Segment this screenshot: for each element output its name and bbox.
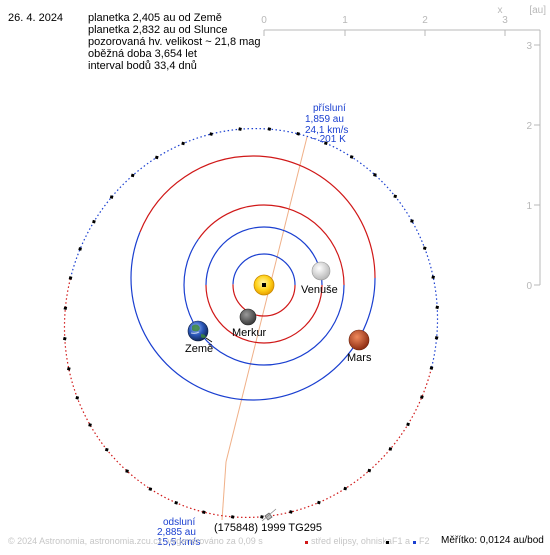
info-interval: interval bodů 33,4 dnů [88, 60, 197, 72]
asteroid-position-dot [68, 276, 73, 280]
label-venus: Venuše [301, 284, 338, 296]
scale-label: Měřítko: 0,0124 au/bod [441, 535, 544, 546]
y-tick-3: 3 [526, 41, 532, 52]
legend-f1-label: F1 a [392, 536, 411, 546]
asteroid-position-dot [174, 501, 178, 505]
aphelion-velocity: 15,5 km/s [157, 537, 201, 548]
orbit-venus-blue [205, 226, 323, 344]
aphelion-distance: 2,885 au [157, 527, 196, 538]
planet-orbits [130, 155, 376, 401]
asteroid-position-dot [435, 305, 440, 310]
asteroid-position-dot [88, 423, 92, 427]
asteroid-position-dot [406, 422, 410, 427]
venus [311, 261, 331, 281]
info-magnitude: pozorovaná hv. velikost ~ 21,8 mag [88, 36, 261, 48]
y-tick-1: 1 [526, 201, 532, 212]
x-tick-0: 0 [261, 15, 267, 26]
asteroid-position-dot [349, 155, 354, 159]
asteroid-marker [261, 508, 277, 522]
asteroid-position-dot [429, 366, 434, 370]
asteroid-position-dot [289, 510, 293, 514]
perihelion-title: přísluní [313, 103, 346, 114]
label-mars: Mars [347, 352, 372, 364]
asteroid-position-dot [75, 395, 80, 400]
orbit-mercury-blue [232, 253, 296, 317]
perihelion-distance: 1,859 au [305, 114, 344, 125]
label-earth: Země [185, 343, 214, 355]
legend-center-label: střed elipsy, ohniska [311, 536, 392, 546]
earth-pointer [205, 337, 213, 343]
asteroid-name: (175848) 1999 TG295 [214, 522, 323, 534]
apsis-line-ext [221, 461, 227, 521]
asteroid-orbit [62, 127, 440, 519]
asteroid-position-dot [343, 486, 348, 491]
asteroid-position-dot [202, 510, 206, 515]
perihelion-velocity: 24,1 km/s [305, 125, 349, 136]
asteroid-position-dot [324, 141, 328, 145]
asteroid-position-dot [230, 515, 235, 519]
asteroid-orbit-blue [69, 127, 439, 369]
asteroid-position-dot [267, 127, 272, 131]
asteroid-position-dot [388, 447, 393, 451]
label-mercury: Merkur [232, 327, 267, 339]
y-tick-0: 0 [526, 281, 532, 292]
x-tick-2: 2 [422, 15, 428, 26]
y-tick-2: 2 [526, 121, 532, 132]
asteroid-position-dot [434, 336, 439, 340]
date-label: 26. 4. 2024 [8, 12, 64, 24]
x-tick-3: 3 [502, 15, 508, 26]
asteroid-position-dot [62, 336, 67, 341]
asteroid-position-dot [296, 131, 300, 136]
asteroid-position-dot [181, 141, 185, 146]
asteroid-position-dot [420, 395, 424, 399]
asteroid-position-dot [104, 447, 109, 452]
asteroid-position-dot [78, 247, 82, 251]
asteroid-position-dot [260, 515, 264, 519]
asteroid-position-dot [422, 246, 427, 251]
asteroid-position-dot [125, 469, 129, 473]
apsis-line [225, 136, 308, 463]
earth [187, 320, 209, 342]
aphelion-title: odsluní [163, 517, 196, 528]
asteroid-position-dot [209, 132, 213, 136]
scale-axes [263, 29, 541, 286]
footer-copyright: © 2024 Astronomia, astronomia.zcu.cz, vy… [8, 536, 263, 546]
info-distance-earth: planetka 2,405 au od Země [88, 12, 222, 24]
orbit-mars-red [130, 155, 376, 401]
legend-f2-label: F2 [419, 536, 430, 546]
asteroid-position-dots [62, 127, 440, 519]
info-period: oběžná doba 3,654 let [88, 48, 197, 60]
asteroid-position-dot [238, 127, 242, 131]
x-tick-1: 1 [342, 15, 348, 26]
info-distance-sun: planetka 2,832 au od Slunce [88, 24, 228, 36]
legend-f2-dot [413, 541, 416, 544]
unit-label: [au] [529, 5, 546, 16]
asteroid-position-dot [410, 219, 414, 223]
legend-center-dot [305, 541, 308, 544]
legend-f1-dot [386, 541, 389, 544]
orbit-mars [130, 155, 376, 401]
asteroid-position-dot [393, 194, 398, 199]
x-axis-label: x [498, 5, 503, 16]
mars [348, 329, 370, 351]
orbit-earth-red [183, 204, 345, 366]
perihelion-temperature: ~ 201 K [311, 134, 346, 145]
asteroid-position-dot [367, 468, 372, 473]
asteroid-position-dot [109, 195, 114, 199]
asteroid-orbit-red [63, 277, 433, 519]
asteroid-position-dot [317, 500, 321, 505]
asteroid-position-dot [92, 219, 96, 224]
scale-axis-labels: 0 1 2 3 x [au] 3 2 1 0 [261, 5, 546, 292]
asteroid-position-dot [148, 487, 153, 491]
mercury [239, 308, 257, 326]
asteroid-position-dot [373, 173, 377, 177]
asteroid-position-dot [66, 366, 71, 371]
asteroid-position-dot [130, 173, 135, 178]
asteroid-position-dot [63, 306, 68, 310]
asteroid-position-dot [431, 275, 436, 280]
sun [253, 274, 275, 296]
asteroid-position-dot [154, 155, 159, 160]
